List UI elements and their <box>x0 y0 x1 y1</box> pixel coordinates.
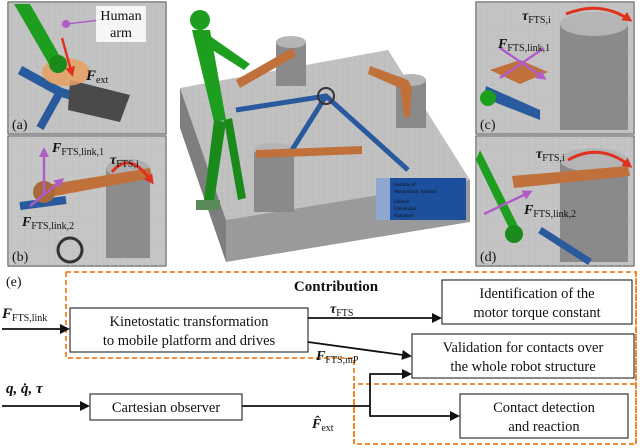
input-f-fts-link: FFTS,link <box>1 306 47 324</box>
human-arm-label-2: arm <box>110 26 132 41</box>
f-link1-label: FFTS,link,1 <box>497 37 550 54</box>
f-ext-label: Fext <box>85 68 108 86</box>
f-link2-arrow <box>483 190 533 216</box>
kinetostatic-box <box>69 307 309 353</box>
wire-fhat-validation <box>369 369 412 406</box>
svg-text:Leibniz: Leibniz <box>394 200 410 205</box>
torque-arrow <box>565 6 633 22</box>
panel-c: τFTS,i FFTS,link,1 (c) <box>475 1 635 135</box>
tau-fts-signal: τFTS <box>330 302 353 319</box>
pillar-top <box>560 12 628 36</box>
svg-text:Institute of: Institute of <box>394 183 416 188</box>
platform <box>317 87 335 105</box>
panel-d-tag: (d) <box>480 250 497 265</box>
panel-e-tag: (e) <box>6 275 22 290</box>
institute-logo: Institute of Mechatronic Systems Leibniz… <box>376 178 466 220</box>
svg-text:Hannover: Hannover <box>394 214 414 219</box>
hand <box>480 90 496 106</box>
identification-line2: motor torque constant <box>473 305 600 321</box>
contribution-label: Contribution <box>294 279 379 295</box>
robot-link <box>19 196 67 210</box>
panel-c-tag: (c) <box>480 118 496 133</box>
panel-a: Human arm Fext (a) <box>7 1 167 135</box>
validation-box <box>411 333 635 379</box>
wooden-link <box>40 168 152 198</box>
wire-fhat-contact <box>369 406 460 421</box>
robot-link <box>484 86 540 120</box>
human-arm-label-1: Human <box>100 9 141 24</box>
mechanism <box>68 80 130 122</box>
center-render: Institute of Mechatronic Systems Leibniz… <box>180 10 470 262</box>
arm-label-bg <box>96 6 146 42</box>
flow-diagram: (e) Contribution FFTS,link q, q̇, τ Kine… <box>1 271 637 445</box>
wheel <box>56 236 84 264</box>
panel-b-tag: (b) <box>12 250 29 265</box>
panel-a-tag: (a) <box>12 118 28 133</box>
validation-line1: Validation for contacts over <box>443 340 604 356</box>
wire-f-fts-mp <box>307 341 412 360</box>
wooden-link <box>490 60 548 84</box>
robot-link <box>538 227 592 265</box>
f-link1-label: FFTS,link,1 <box>51 141 104 158</box>
validation-line2: the whole robot structure <box>450 359 595 375</box>
kinetostatic-line2: to mobile platform and drives <box>103 333 276 349</box>
contact-line2: and reaction <box>508 419 580 435</box>
table-side <box>180 88 226 262</box>
f-link2-label: FFTS,link,2 <box>523 203 576 220</box>
tau-fts-label: τFTS,i <box>110 153 139 170</box>
pillar <box>560 160 628 262</box>
observer-label: Cartesian observer <box>112 400 220 416</box>
wooden-link <box>236 48 296 88</box>
contact-line1: Contact detection <box>493 400 596 416</box>
tau-fts-label: τFTS,i <box>536 147 565 164</box>
svg-text:Universität: Universität <box>394 207 417 212</box>
identification-line1: Identification of the <box>479 286 594 302</box>
f-fts-mp-signal: FFTS,mP <box>315 349 359 366</box>
hand <box>49 55 67 73</box>
f-hat-ext-signal: F̂ext <box>311 415 334 434</box>
human-arm <box>476 150 520 234</box>
pillar <box>254 150 294 212</box>
f-link2-label: FFTS,link,2 <box>21 215 74 232</box>
svg-text:Mechatronic Systems: Mechatronic Systems <box>394 190 437 195</box>
kinetostatic-line1: Kinetostatic transformation <box>109 314 269 330</box>
human-arm <box>14 4 62 66</box>
input-q: q, q̇, τ <box>6 381 44 397</box>
torque-arrow <box>110 161 154 185</box>
force-arrow <box>60 37 75 77</box>
observer-box <box>89 393 243 421</box>
contact-box <box>459 393 629 439</box>
human-figure <box>190 10 250 210</box>
f-link2-arrow <box>29 178 65 207</box>
panel-d: τFTS,i FFTS,link,2 (d) <box>475 135 635 267</box>
robot-link <box>36 90 64 130</box>
panel-b: FFTS,link,1 τFTS,i FFTS,link,2 (b) <box>7 135 167 267</box>
torque-arrow <box>567 150 633 168</box>
hand <box>505 225 523 243</box>
pillar <box>560 24 628 130</box>
pillar <box>106 168 150 258</box>
identification-box <box>441 279 633 325</box>
tau-fts-label: τFTS,i <box>522 9 551 26</box>
wooden-link <box>512 166 630 188</box>
arm-pointer-line <box>65 19 101 25</box>
